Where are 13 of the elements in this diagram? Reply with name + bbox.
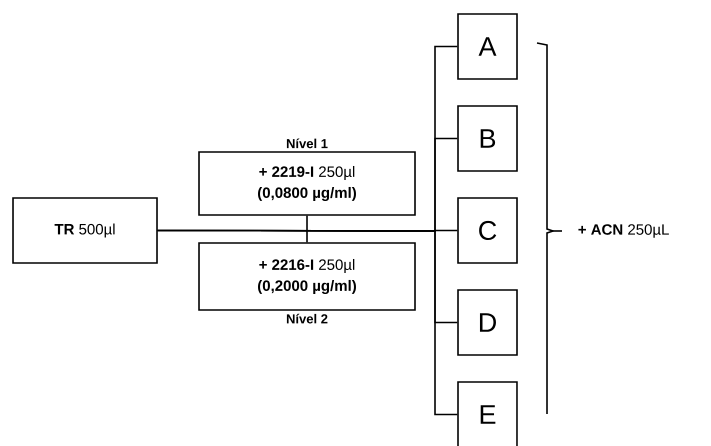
letter-box: D — [457, 289, 518, 356]
node-label: Nível 1 — [286, 138, 328, 148]
letter-box: E — [457, 381, 518, 446]
connector-line — [158, 230, 458, 416]
process-box: Nível 1 + 2219-I 250µl (0,0800 µg/ml) — [198, 138, 416, 216]
note-text: + ACN 250µL — [578, 224, 669, 238]
process-box: TR 500µl — [12, 197, 158, 264]
node-label: Nível 2 — [286, 314, 328, 324]
letter-box: B — [457, 105, 518, 172]
process-box: + 2216-I 250µl (0,2000 µg/ml) Nível 2 — [198, 242, 416, 324]
letter-box: A — [457, 13, 518, 80]
letter-box: C — [457, 197, 518, 264]
connector-line — [306, 216, 308, 242]
